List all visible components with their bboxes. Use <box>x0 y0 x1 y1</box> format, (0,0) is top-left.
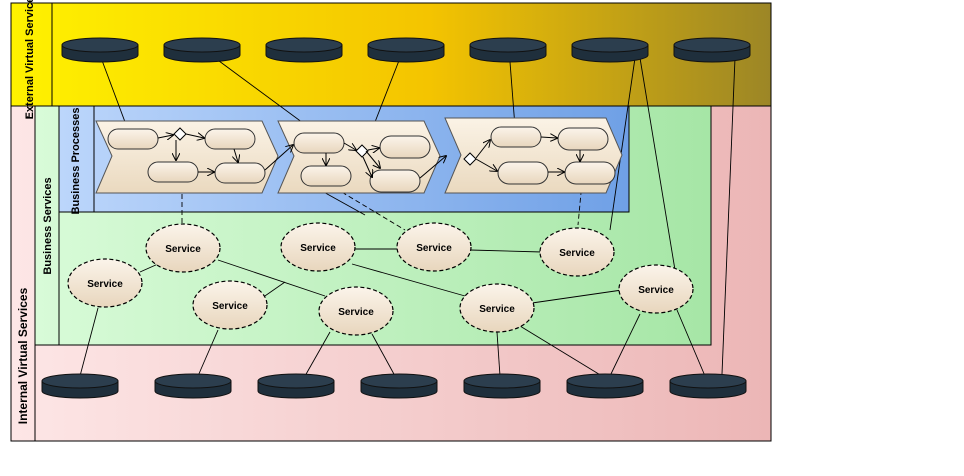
database-disk-icon <box>673 37 751 63</box>
database-disk-icon <box>265 37 343 63</box>
database-disk-icon <box>61 37 139 63</box>
database-disk-icon <box>257 373 335 399</box>
business-services-label: Business Services <box>42 177 54 274</box>
database-disk-icon <box>469 37 547 63</box>
database-disk-icon <box>41 373 119 399</box>
activity-box <box>564 161 616 185</box>
service-label: Service <box>87 279 123 290</box>
external-disks <box>61 37 751 63</box>
service-label: Service <box>416 243 452 254</box>
service-ellipse: Service <box>459 283 535 333</box>
database-disk-icon <box>163 37 241 63</box>
service-ellipse: Service <box>618 264 694 314</box>
service-ellipse: Service <box>192 280 268 330</box>
database-disk-icon <box>669 373 747 399</box>
activity-box <box>557 127 609 151</box>
service-ellipse: Service <box>67 258 143 308</box>
service-label: Service <box>479 304 515 315</box>
business-processes-label: Business Processes <box>70 107 82 214</box>
service-label: Service <box>559 248 595 259</box>
process-arrows <box>157 134 580 178</box>
activity-box <box>204 128 256 150</box>
service-label: Service <box>212 301 248 312</box>
decision-diamond-icon <box>173 127 187 141</box>
service-ellipse: Service <box>145 223 221 273</box>
service-label: Service <box>638 285 674 296</box>
database-disk-icon <box>571 37 649 63</box>
service-ellipse: Service <box>539 227 615 277</box>
activity-box <box>369 169 421 193</box>
activity-box <box>147 161 199 183</box>
database-disk-icon <box>154 373 232 399</box>
activity-box <box>214 162 266 184</box>
service-label: Service <box>300 243 336 254</box>
internal-lane-label: Internal Virtual Services <box>16 287 30 424</box>
activity-box <box>107 128 159 150</box>
database-disk-icon <box>367 37 445 63</box>
database-disk-icon <box>360 373 438 399</box>
database-disk-icon <box>566 373 644 399</box>
service-ellipse: Service <box>396 222 472 272</box>
external-lane-label: External Virtual Services <box>24 0 36 119</box>
activity-box <box>497 161 549 185</box>
database-disk-icon <box>463 373 541 399</box>
service-label: Service <box>165 244 201 255</box>
service-ellipse: Service <box>280 222 356 272</box>
service-label: Service <box>338 307 374 318</box>
activity-box <box>490 126 542 148</box>
decision-diamond-icon <box>463 152 477 166</box>
activity-box <box>379 135 431 159</box>
dot-mark: . <box>26 109 29 121</box>
activity-box <box>293 132 345 154</box>
process-activities <box>107 126 616 193</box>
decision-diamond-icon <box>355 144 369 158</box>
service-ellipse: Service <box>318 286 394 336</box>
decision-diamonds <box>173 127 477 166</box>
connection-lines <box>79 54 736 377</box>
activity-box <box>300 165 352 187</box>
internal-disks <box>41 373 747 399</box>
